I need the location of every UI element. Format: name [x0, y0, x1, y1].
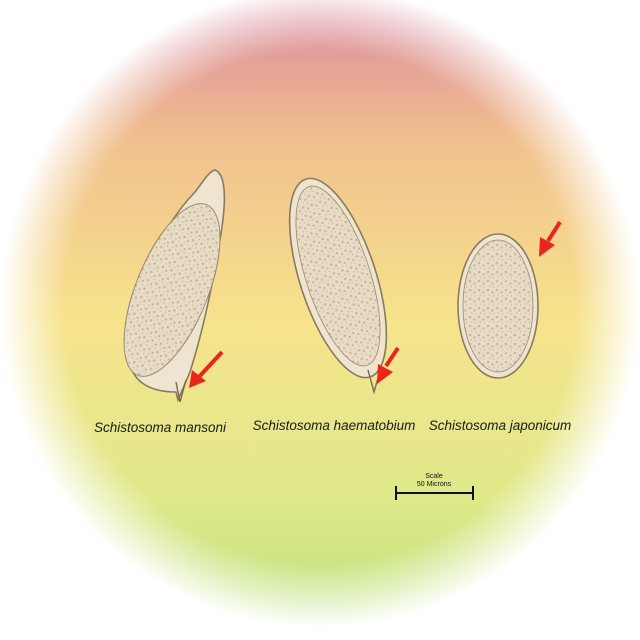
arrows-group	[189, 220, 562, 388]
arrow-japonicum-icon	[539, 220, 562, 257]
lateral-spine-icon	[175, 379, 187, 403]
egg-haematobium	[288, 177, 388, 395]
scale-bar: Scale 50 Microns	[395, 473, 474, 500]
egg-mansoni	[123, 169, 226, 403]
caption-japonicum: Schistosoma japonicum	[429, 418, 572, 433]
egg-japonicum	[457, 233, 539, 379]
scale-value: 50 Microns	[417, 481, 452, 488]
eggs-group	[123, 169, 539, 403]
arrow-haematobium-icon	[377, 346, 400, 384]
terminal-spine-icon	[367, 369, 379, 395]
caption-haematobium: Schistosoma haematobium	[253, 418, 416, 433]
scale-label: Scale	[425, 473, 443, 480]
caption-mansoni: Schistosoma mansoni	[94, 420, 227, 435]
arrow-mansoni-icon	[189, 350, 224, 388]
